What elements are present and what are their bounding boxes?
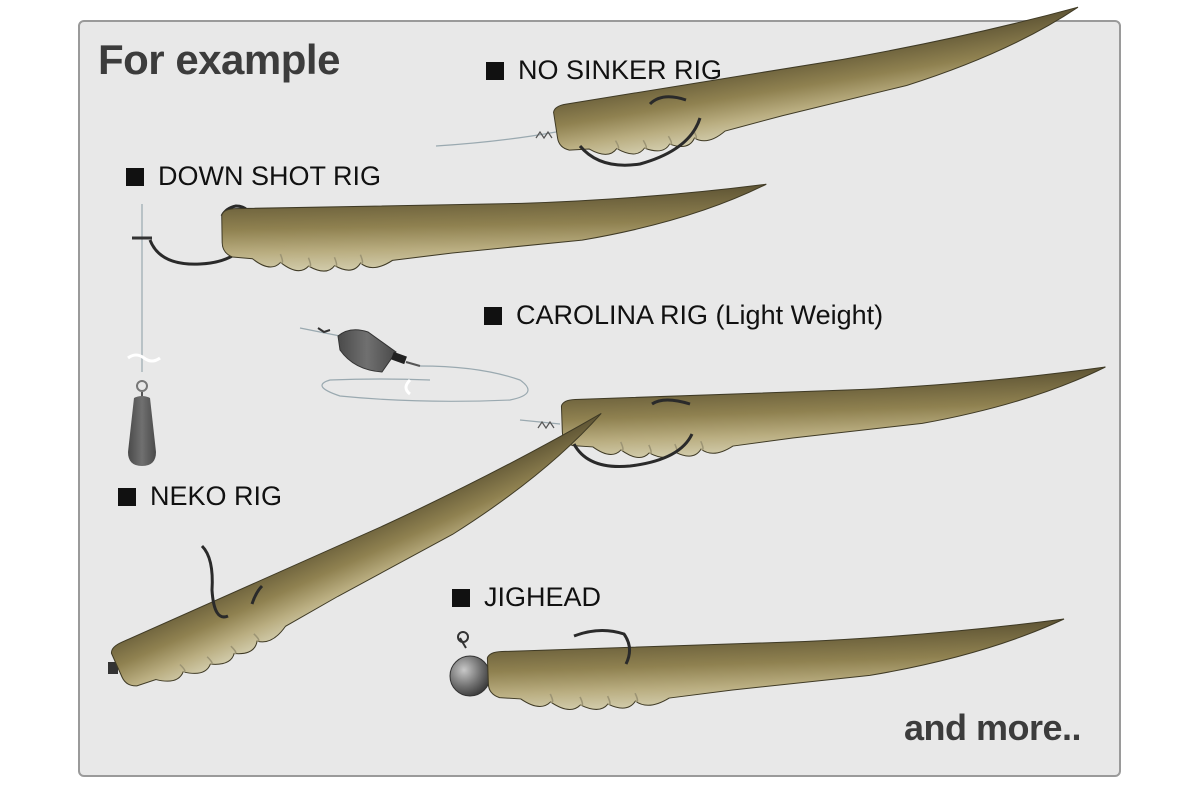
bullet-square-icon [484, 306, 502, 325]
diagram-title: For example [98, 36, 340, 83]
rig-label-text: JIGHEAD [484, 582, 602, 612]
bullet-square-icon [452, 588, 470, 607]
neko-rig-illustration [102, 412, 633, 705]
bullet-square-icon [486, 61, 504, 80]
no-sinker-rig-illustration [435, 6, 1091, 168]
rig-label-carolina: CAROLINA RIG (Light Weight) [484, 300, 883, 331]
rig-label-text: NO SINKER RIG [518, 55, 723, 85]
rig-label-text: CAROLINA RIG (Light Weight) [516, 300, 884, 330]
rig-label-neko: NEKO RIG [118, 481, 282, 512]
footer-text: and more.. [904, 707, 1082, 748]
rig-label-jighead: JIGHEAD [452, 582, 601, 613]
bullet-square-icon [118, 487, 136, 506]
jighead-rig-illustration [449, 618, 1068, 714]
rig-label-text: NEKO RIG [150, 481, 283, 511]
down-shot-rig-illustration [127, 183, 769, 466]
rig-label-down-shot: DOWN SHOT RIG [126, 161, 381, 192]
rig-label-text: DOWN SHOT RIG [158, 161, 382, 191]
rig-label-no-sinker: NO SINKER RIG [486, 55, 722, 86]
carolina-rig-illustration [299, 327, 1109, 469]
bullet-square-icon [126, 167, 144, 186]
